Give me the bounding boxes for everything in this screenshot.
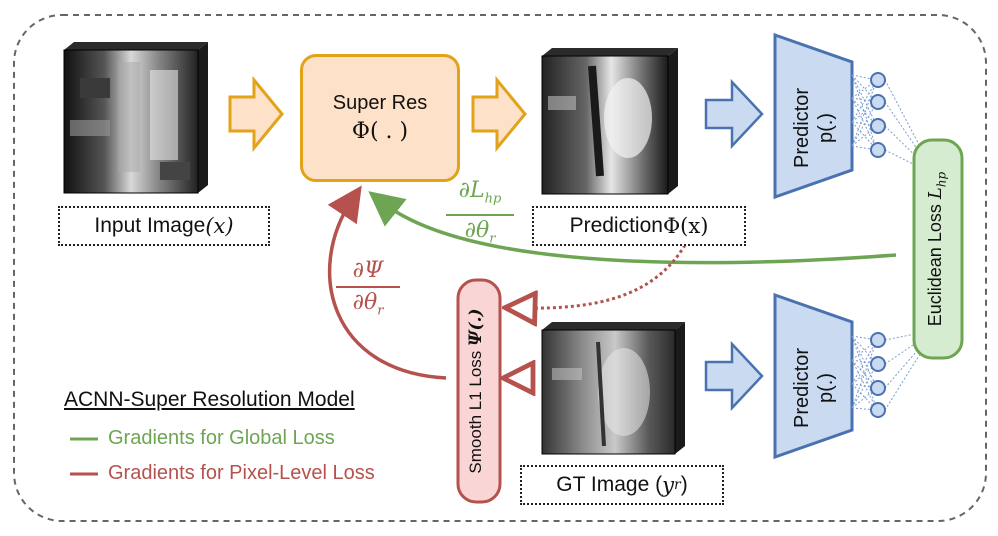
prediction-label-text: Prediction <box>569 214 663 237</box>
forward-arrow-2 <box>471 75 527 153</box>
super-res-function: Φ( . ) <box>351 119 409 144</box>
super-res-block: Super Res Φ( . ) <box>300 54 460 182</box>
global-grad-den-sub: r <box>489 231 496 247</box>
legend-label-global: Gradients for Global Loss <box>108 427 335 449</box>
global-grad-denominator: ∂θ <box>464 218 490 244</box>
pixel-grad-denominator: ∂θ <box>352 290 378 315</box>
prediction-image <box>541 48 678 195</box>
input-label-math: (x) <box>205 214 234 238</box>
euclidean-loss-math: L <box>925 187 946 200</box>
legend-item-pixel: Gradients for Pixel-Level Loss <box>108 462 375 485</box>
predictor-bottom-nodes <box>870 332 886 418</box>
legend-label-pixel: Gradients for Pixel-Level Loss <box>108 462 375 484</box>
global-gradient-label: ∂Lhp ∂θr <box>440 178 520 253</box>
gt-label-math: y <box>662 473 674 497</box>
euclidean-loss-sub: hp <box>934 171 949 188</box>
predictor-top-shape <box>773 32 854 200</box>
predictor-bottom-line1: Predictor <box>791 347 813 429</box>
euclidean-loss-box <box>912 138 964 360</box>
frame-border <box>13 14 987 522</box>
predictor-top-line2: p(.) <box>815 113 837 143</box>
pixel-grad-numerator: ∂Ψ <box>352 258 384 283</box>
gt-image <box>541 322 685 455</box>
gt-label-text: GT Image ( <box>556 473 663 496</box>
predictor-top-line1: Predictor <box>791 87 813 169</box>
prediction-label: Prediction Φ(x) <box>532 206 746 246</box>
input-image-label: Input Image (x) <box>58 206 270 246</box>
global-grad-numerator: ∂L <box>458 178 485 203</box>
euclidean-loss-text: Euclidean Loss <box>925 199 945 327</box>
predictor-bottom-label: Predictor p(.) <box>774 324 854 428</box>
smooth-l1-loss-math: Ψ(.) <box>466 308 486 346</box>
super-res-title: Super Res <box>332 92 428 114</box>
forward-arrow-3 <box>704 78 764 150</box>
smooth-l1-loss-label: Smooth L1 Loss Ψ(.) <box>466 281 492 501</box>
legend-item-global: Gradients for Global Loss <box>108 427 335 450</box>
forward-arrow-1 <box>228 75 284 153</box>
prediction-to-loss-arrow <box>520 244 687 308</box>
pixel-gradient-arrow <box>327 185 447 380</box>
legend-title: ACNN-Super Resolution Model <box>64 388 355 411</box>
predictor-bottom-shape <box>773 292 854 460</box>
input-label-text: Input Image <box>94 214 206 237</box>
euclidean-loss-label: Euclidean Loss Lhp <box>925 139 951 359</box>
predictor-top-label: Predictor p(.) <box>774 64 854 168</box>
gt-label-sub: r <box>673 477 681 493</box>
global-gradient-arrow <box>368 191 897 265</box>
predictor-bottom-line2: p(.) <box>815 373 837 403</box>
pixel-grad-den-sub: r <box>377 303 384 319</box>
input-image <box>63 42 208 194</box>
prediction-label-math: Φ(x) <box>662 214 709 238</box>
global-grad-num-sub: hp <box>484 191 502 207</box>
forward-arrow-4 <box>704 340 764 412</box>
gt-label-close: ) <box>680 473 688 496</box>
predictor-bottom-net <box>851 329 936 411</box>
pixel-gradient-label: ∂Ψ ∂θr <box>330 258 406 324</box>
smooth-l1-loss-text: Smooth L1 Loss <box>466 345 485 474</box>
predictor-top-nodes <box>870 72 886 158</box>
